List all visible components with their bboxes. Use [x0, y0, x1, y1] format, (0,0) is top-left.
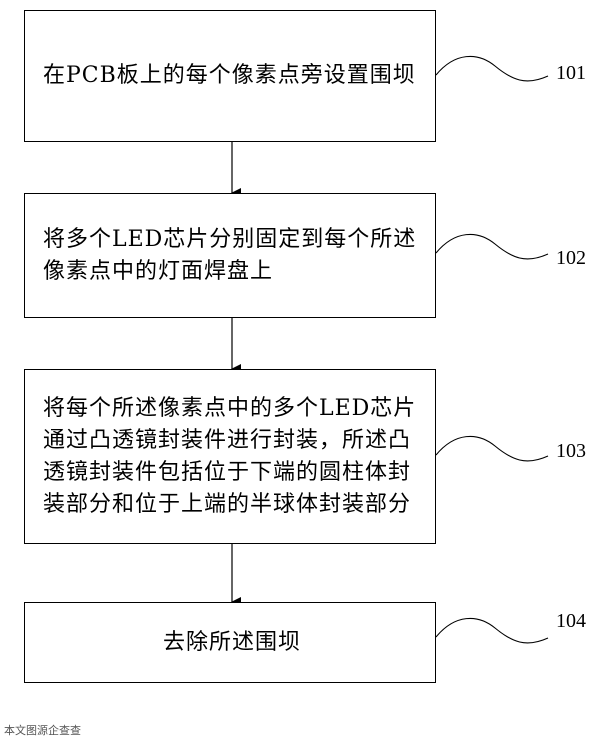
leader-line-104 [435, 617, 549, 644]
step-text-101: 在PCB板上的每个像素点旁设置围坝 [43, 63, 416, 88]
step-label-101: 101 [556, 62, 586, 84]
step-text-104: 去除所述围坝 [162, 629, 301, 655]
step-label-103: 103 [556, 440, 586, 462]
step-box-102: 将多个LED芯片分别固定到每个所述像素点中的灯面焊盘上 [24, 193, 436, 318]
leader-line-101 [435, 55, 549, 82]
step-box-104: 去除所述围坝 [24, 602, 436, 683]
step-text-102: 将多个LED芯片分别固定到每个所述像素点中的灯面焊盘上 [43, 226, 417, 284]
step-box-103: 将每个所述像素点中的多个LED芯片通过凸透镜封装件进行封装，所述凸透镜封装件包括… [24, 369, 436, 544]
leader-line-103 [435, 435, 549, 462]
step-label-102: 102 [556, 247, 586, 269]
step-box-101: 在PCB板上的每个像素点旁设置围坝 [24, 10, 436, 142]
step-text-103: 将每个所述像素点中的多个LED芯片通过凸透镜封装件进行封装，所述凸透镜封装件包括… [43, 395, 417, 517]
step-label-104: 104 [556, 610, 586, 632]
leader-line-102 [435, 233, 549, 260]
watermark-text: 本文图源企查查 [4, 724, 81, 737]
